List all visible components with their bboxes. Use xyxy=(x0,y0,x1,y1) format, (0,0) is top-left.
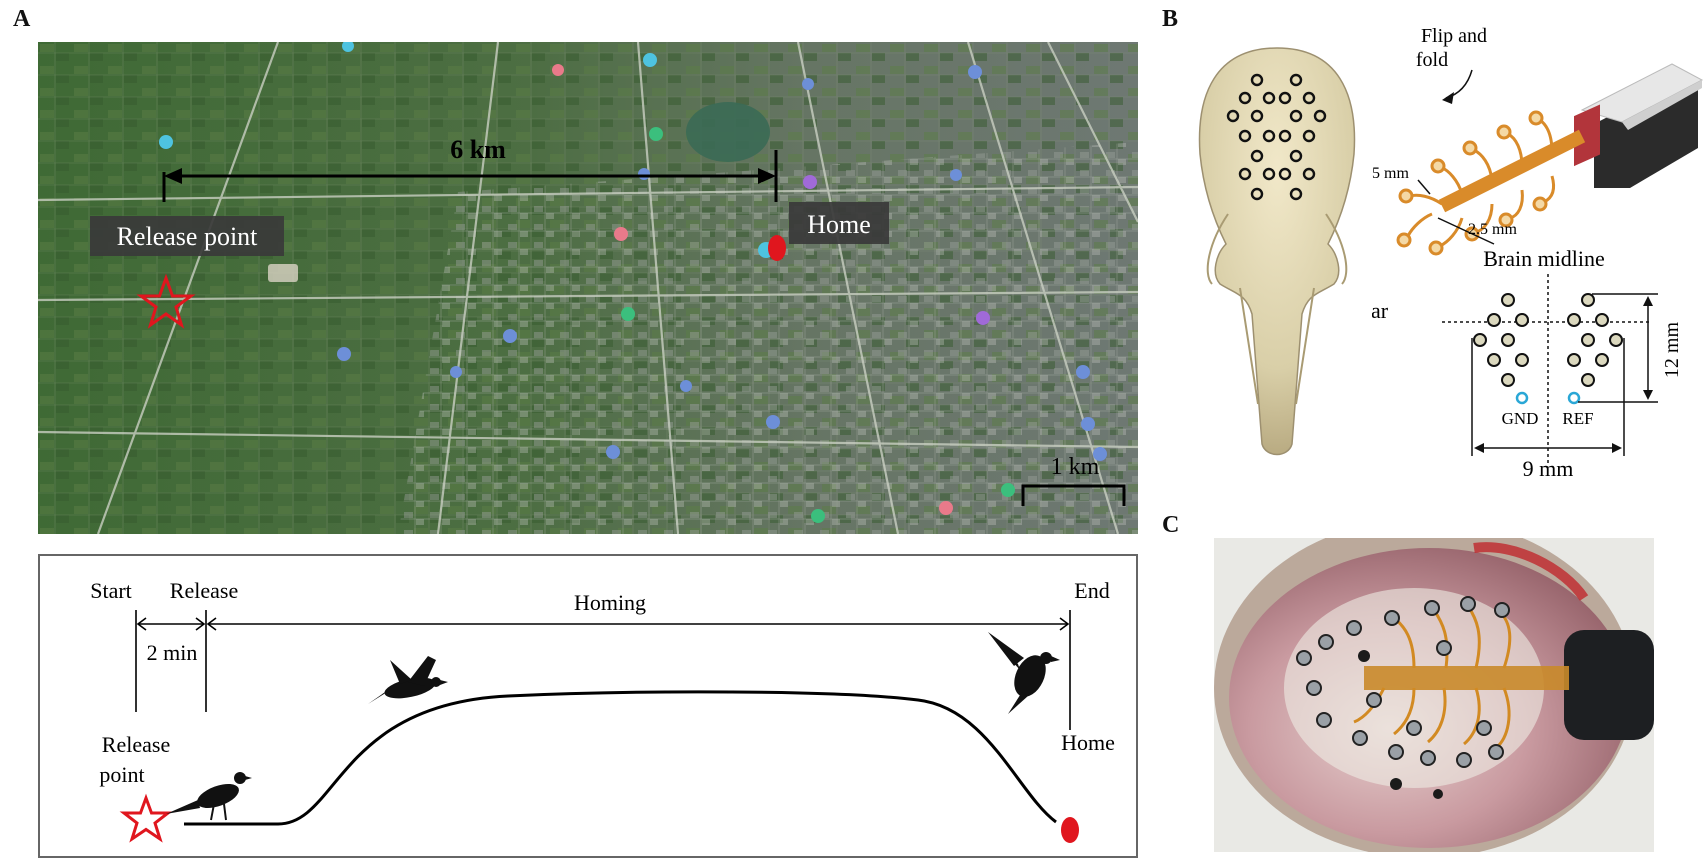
homing-timeline: Start Release Homing End 2 min Release p… xyxy=(38,554,1138,858)
home-marker-icon xyxy=(768,235,786,261)
flip-fold-line2: fold xyxy=(1416,49,1448,71)
layout-electrodes xyxy=(1473,293,1623,387)
flying-pigeon-icon xyxy=(368,656,448,704)
satellite-map: 6 km Release point Home 1 km xyxy=(38,42,1138,534)
panel-label-a: A xyxy=(13,6,31,32)
pitch-dimension-line xyxy=(1437,217,1495,245)
release-star-icon xyxy=(136,273,196,329)
release-point-label: Release point xyxy=(117,222,259,251)
pitch-label: 2.5 mm xyxy=(1468,221,1517,238)
flight-path xyxy=(184,690,1057,826)
pad-diameter-label: 0.5 mm xyxy=(1372,165,1409,182)
ground-screws xyxy=(1358,650,1443,799)
width-label: 9 mm xyxy=(1523,456,1574,481)
gnd-label: GND xyxy=(1502,409,1539,428)
panel-label-c: C xyxy=(1162,512,1180,538)
width-dimension xyxy=(1471,338,1625,456)
perched-pigeon-icon xyxy=(166,772,252,821)
height-label: 12 mm xyxy=(1661,322,1683,379)
flip-fold-line1: Flip and xyxy=(1421,25,1487,47)
gnd-electrode xyxy=(1515,391,1529,405)
implant-photo xyxy=(1214,538,1654,852)
timeline-release-star-icon xyxy=(119,793,173,843)
landing-pigeon-icon xyxy=(988,632,1060,714)
ref-electrode xyxy=(1567,391,1581,405)
home-label: Home xyxy=(807,210,871,239)
roads xyxy=(38,42,1138,534)
scale-label: 1 km xyxy=(1051,454,1100,480)
skull-outline xyxy=(1198,47,1356,456)
height-dimension xyxy=(1578,293,1658,403)
brain-midline-label: Brain midline xyxy=(1483,246,1605,271)
end-label: End xyxy=(1074,578,1109,603)
distance-bar xyxy=(162,150,778,202)
connector-cylinder xyxy=(1564,630,1654,740)
release-label-box xyxy=(90,216,284,256)
timeline-axis xyxy=(135,610,1071,730)
flex-pads xyxy=(1396,110,1548,256)
pigeon-skull xyxy=(1198,47,1356,456)
home-label-box xyxy=(789,202,889,244)
interval-label: 2 min xyxy=(147,640,198,665)
ear-bar-line1: Ear bar xyxy=(1372,298,1389,323)
flex-circuit xyxy=(1406,118,1586,248)
release-label: Release xyxy=(170,578,238,603)
timeline-home-marker-icon xyxy=(1061,817,1079,843)
home-timeline-label: Home xyxy=(1061,730,1115,755)
flip-arrow-head-icon xyxy=(1442,92,1454,104)
ref-label: REF xyxy=(1562,409,1593,428)
flip-arrow xyxy=(1445,69,1473,99)
scale-bar xyxy=(1021,484,1126,506)
poi-markers xyxy=(159,42,1107,523)
release-point-line2: point xyxy=(99,762,144,787)
panel-label-b: B xyxy=(1162,6,1179,32)
anchor-screws xyxy=(1296,596,1510,768)
homing-label: Homing xyxy=(574,590,646,615)
release-point-line1: Release xyxy=(102,732,170,757)
connector-block xyxy=(1574,63,1704,188)
timeline-frame xyxy=(38,554,1138,858)
electrode-diagram: Flip and fold 0.5 mm 2.5 mm Brain midlin… xyxy=(1372,25,1704,481)
lake xyxy=(686,102,770,162)
skull-electrode-sites xyxy=(1226,73,1327,201)
start-label: Start xyxy=(90,578,132,603)
distance-label: 6 km xyxy=(450,135,506,164)
pad-diameter-pointer xyxy=(1417,179,1431,195)
